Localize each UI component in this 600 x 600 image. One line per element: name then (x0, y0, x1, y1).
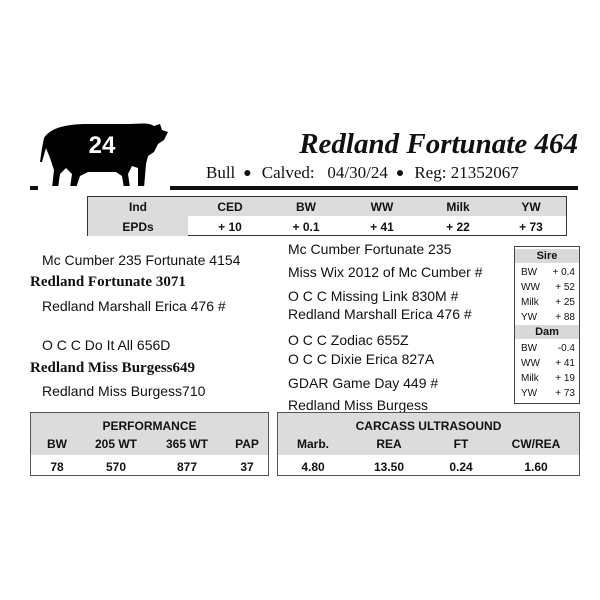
epd-col-ced: CED (217, 200, 243, 214)
sire-epd-value: + 88 (555, 312, 575, 323)
pedigree-sire-dam: Redland Marshall Erica 476 # (42, 298, 226, 314)
dam-epd-row: WW + 41 (521, 358, 577, 370)
performance-value-pap: 37 (240, 460, 254, 474)
epd-label-shade (88, 216, 188, 236)
pedigree-dam-dam: Redland Miss Burgess710 (42, 383, 206, 399)
dam-epd-value: + 19 (555, 373, 575, 384)
epd-row-label-ind: Ind (129, 200, 147, 214)
carcass-value-rea: 13.50 (373, 460, 405, 474)
dam-epd-value: + 73 (555, 388, 575, 399)
animal-name: Redland Fortunate 464 (299, 128, 578, 160)
header-divider-tick (30, 186, 38, 190)
sire-epd-value: + 52 (555, 282, 575, 293)
dam-epd-key: WW (521, 358, 540, 369)
dam-epd-row: YW + 73 (521, 388, 577, 400)
dam-epd-heading: Dam (515, 325, 579, 339)
pedigree-ancestor: O C C Missing Link 830M # (288, 288, 459, 304)
header-divider (30, 186, 578, 190)
epd-value-milk: + 22 (446, 220, 470, 234)
performance-value-365wt: 877 (176, 460, 198, 474)
carcass-col-ft: FT (453, 437, 469, 451)
sire-dam-epd-box: Sire BW+ 0.4 WW+ 52 Milk+ 25 YW+ 88 Dam … (514, 246, 580, 404)
performance-col-bw: BW (47, 437, 67, 451)
pedigree-ancestor: Redland Marshall Erica 476 # (288, 306, 472, 322)
sire-epd-key: Milk (521, 297, 539, 308)
calved-date: 04/30/24 (327, 163, 388, 182)
epd-table: Ind EPDs CED BW WW Milk YW + 10 + 0.1 + … (87, 196, 567, 236)
carcass-header-shade (278, 413, 579, 455)
sex-label: Bull (206, 163, 236, 182)
pedigree-dam-sire: O C C Do It All 656D (42, 337, 171, 353)
performance-value-205wt: 570 (105, 460, 127, 474)
sire-epd-row: Milk + 25 (521, 297, 577, 309)
pedigree-sire-sire: Mc Cumber 235 Fortunate 4154 (42, 252, 241, 268)
pedigree-ancestor: O C C Zodiac 655Z (288, 332, 409, 348)
carcass-value-marb: 4.80 (301, 460, 325, 474)
sire-epd-heading: Sire (515, 249, 579, 263)
sire-epd-row: YW + 88 (521, 312, 577, 324)
pedigree-ancestor: Miss Wix 2012 of Mc Cumber # (288, 264, 483, 280)
carcass-col-rea: REA (376, 437, 402, 451)
dam-epd-key: BW (521, 343, 538, 354)
separator-dot-icon: ● (243, 166, 252, 181)
sire-epd-key: WW (521, 282, 540, 293)
separator-dot-icon: ● (395, 166, 405, 181)
reg-label: Reg: (414, 163, 447, 182)
epd-col-yw: YW (521, 200, 541, 214)
epd-value-yw: + 73 (519, 220, 543, 234)
performance-col-365wt: 365 WT (165, 437, 208, 451)
epd-col-milk: Milk (446, 200, 470, 214)
epd-header-shade (88, 197, 566, 216)
carcass-col-cwrea: CW/REA (511, 437, 561, 451)
pedigree-ancestor: O C C Dixie Erica 827A (288, 351, 435, 367)
carcass-title: CARCASS ULTRASOUND (355, 419, 502, 433)
performance-col-205wt: 205 WT (94, 437, 137, 451)
carcass-value-cwrea: 1.60 (524, 460, 548, 474)
pedigree-dam: Redland Miss Burgess649 (30, 360, 196, 376)
epd-value-bw: + 0.1 (292, 220, 320, 234)
dam-epd-value: + 41 (555, 358, 575, 369)
epd-value-ced: + 10 (218, 220, 242, 234)
epd-col-ww: WW (370, 200, 394, 214)
sire-epd-value: + 0.4 (552, 267, 575, 278)
pedigree-ancestor: GDAR Game Day 449 # (288, 375, 439, 391)
reg-number: 21352067 (450, 163, 519, 182)
epd-row-label-epds: EPDs (122, 220, 154, 234)
performance-title: PERFORMANCE (102, 419, 197, 433)
carcass-ultrasound-table: CARCASS ULTRASOUND Marb. REA FT CW/REA 4… (277, 412, 580, 476)
pedigree-ancestor: Mc Cumber Fortunate 235 (288, 241, 452, 257)
lot-number: 24 (88, 132, 116, 159)
dam-epd-row: Milk + 19 (521, 373, 577, 385)
carcass-col-marb: Marb. (296, 437, 329, 451)
dam-epd-key: YW (521, 388, 538, 399)
carcass-value-ft: 0.24 (449, 460, 473, 474)
animal-info-row: Bull ● Calved: 04/30/24 ● Reg: 21352067 (206, 163, 519, 183)
bull-silhouette-icon (40, 123, 168, 188)
performance-col-pap: PAP (235, 437, 259, 451)
dam-epd-row: BW -0.4 (521, 343, 577, 355)
dam-epd-key: Milk (521, 373, 539, 384)
performance-table: PERFORMANCE BW 205 WT 365 WT PAP 78 570 … (30, 412, 269, 476)
epd-col-bw: BW (296, 200, 316, 214)
performance-value-bw: 78 (50, 460, 64, 474)
pedigree-ancestor: Redland Miss Burgess (288, 397, 429, 413)
pedigree-sire: Redland Fortunate 3071 (30, 274, 186, 290)
epd-value-ww: + 41 (370, 220, 394, 234)
performance-header-shade (31, 413, 268, 455)
sire-epd-row: WW + 52 (521, 282, 577, 294)
sire-epd-key: YW (521, 312, 538, 323)
header-divider-gap (30, 186, 170, 190)
sire-epd-key: BW (521, 267, 538, 278)
calved-label: Calved: (261, 163, 315, 182)
sire-epd-row: BW + 0.4 (521, 267, 577, 279)
dam-epd-value: -0.4 (557, 343, 575, 354)
sire-epd-value: + 25 (555, 297, 575, 308)
